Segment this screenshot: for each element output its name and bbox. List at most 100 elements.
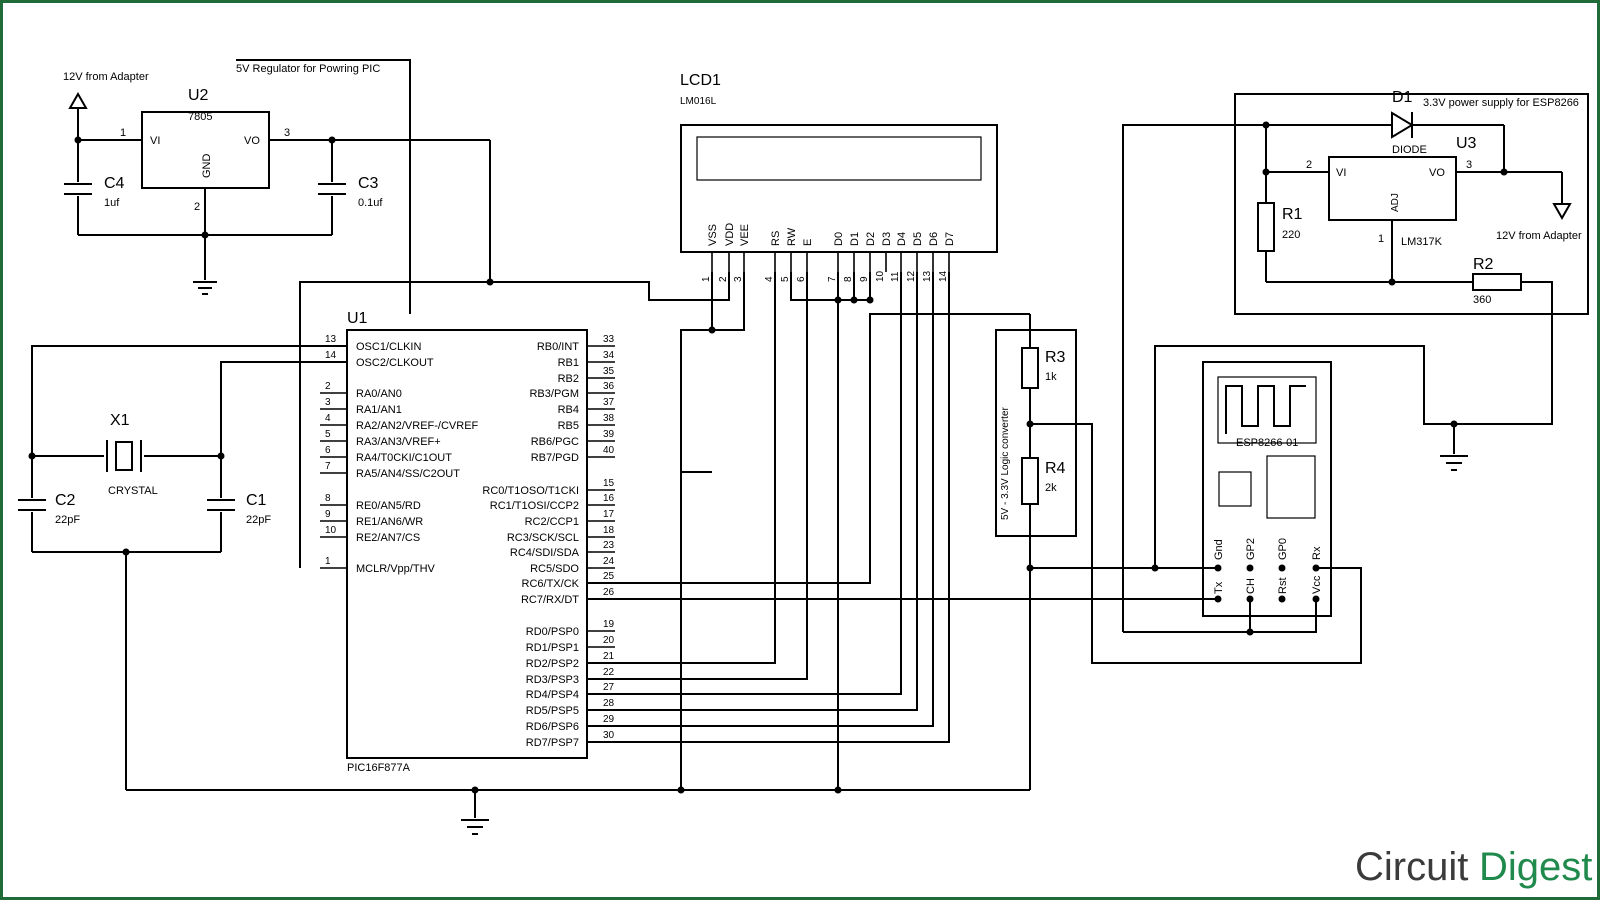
mcu-pin-20-number: 20	[603, 635, 615, 646]
mcu-pin-14-label: OSC2/CLKOUT	[356, 357, 434, 369]
mcu-pin-2-label: RA0/AN0	[356, 388, 402, 400]
mcu-pin-15-number: 15	[603, 478, 615, 489]
r4-body	[1021, 457, 1039, 505]
c3-value: 0.1uf	[358, 197, 383, 209]
r1-ref: R1	[1282, 206, 1303, 223]
lcd-pin-d0-label: D0	[833, 232, 845, 246]
mcu-pin-5-label: RA3/AN3/VREF+	[356, 436, 441, 448]
lcd-pin-rs-label: RS	[770, 231, 782, 246]
esp-pin-tx	[1214, 595, 1222, 603]
lcd-pin-d6-label: D6	[928, 232, 940, 246]
mcu-pin-17-number: 17	[603, 509, 615, 520]
lcd-pin-9-number: 9	[859, 276, 870, 282]
lcd-pin-7-number: 7	[827, 276, 838, 282]
mcu-pin-1-number: 1	[325, 556, 331, 567]
circuitdigest-logo: Circuit Digest	[1355, 845, 1592, 889]
mcu-pin-37-label: RB4	[558, 404, 579, 416]
r2-ref: R2	[1473, 256, 1494, 273]
lcd-pin-8-number: 8	[843, 276, 854, 282]
lcd-pin-group: VSS1VDD2VEE3RS4RW5E6D07D18D29D310D411D51…	[701, 223, 956, 282]
lcd-pin-rw-label: RW	[786, 227, 798, 246]
u3-ref: U3	[1456, 135, 1477, 152]
power-arrow-icon	[68, 91, 88, 109]
mcu-pin-40-label: RB7/PGD	[531, 452, 579, 464]
mcu-pin-22-number: 22	[603, 667, 615, 678]
lcd-pin-6-number: 6	[796, 276, 807, 282]
mcu-pin-23-label: RC4/SDI/SDA	[510, 547, 580, 559]
mcu-pin-23-number: 23	[603, 540, 615, 551]
regulator-note: 5V Regulator for Powring PIC	[236, 63, 380, 75]
mcu-pin-5-number: 5	[325, 429, 331, 440]
lcd-pin-d1-label: D1	[849, 232, 861, 246]
mcu-pin-29-label: RD6/PSP6	[526, 721, 579, 733]
c1-ref: C1	[246, 492, 267, 509]
r1-value: 220	[1282, 229, 1300, 241]
mcu-pin-25-label: RC6/TX/CK	[522, 578, 580, 590]
mcu-pin-27-number: 27	[603, 682, 615, 693]
u2-part: 7805	[188, 111, 212, 123]
lcd-part: LM016L	[680, 96, 717, 107]
lcd-pin-e-label: E	[802, 239, 814, 246]
lcd-pin-d3-label: D3	[881, 232, 893, 246]
esp-antenna-box	[1217, 376, 1317, 444]
r3-body	[1021, 347, 1039, 389]
u2-pin-gnd: GND	[201, 154, 213, 179]
logo-text-circuit: Circuit	[1355, 845, 1468, 889]
mcu-pin-21-label: RD2/PSP2	[526, 658, 579, 670]
c2-value: 22pF	[55, 514, 80, 526]
r1-body	[1257, 202, 1275, 252]
u3-part: LM317K	[1401, 236, 1443, 248]
r4-ref: R4	[1045, 460, 1066, 477]
lcd-pin-1-number: 1	[701, 276, 712, 282]
r3-value: 1k	[1045, 371, 1057, 383]
mcu-pin-8-number: 8	[325, 493, 331, 504]
lcd-pin-d5-label: D5	[912, 232, 924, 246]
mcu-pin-38-number: 38	[603, 413, 615, 424]
c2-ref: C2	[55, 492, 76, 509]
mcu-pin-20-label: RD1/PSP1	[526, 642, 579, 654]
mcu-right-pins: 33RB0/INT34RB135RB236RB3/PGM37RB438RB539…	[482, 334, 615, 749]
esp-chip-small	[1218, 471, 1252, 507]
lcd-pin-5-number: 5	[780, 276, 791, 282]
esp-pin-gnd-label: Gnd	[1213, 539, 1225, 560]
esp-pin-rst-label: Rst	[1277, 578, 1289, 595]
supply-section: 3.3V power supply for ESP8266 D1 DIODE U…	[1234, 89, 1589, 471]
mcu-pin-18-label: RC3/SCK/SCL	[507, 532, 579, 544]
mcu-pin-4-number: 4	[325, 413, 331, 424]
mcu-pin-7-label: RA5/AN4/SS/C2OUT	[356, 468, 460, 480]
mcu-pin-30-number: 30	[603, 730, 615, 741]
esp-chip-large	[1266, 455, 1316, 519]
converter-box	[995, 329, 1077, 537]
mcu-pin-2-number: 2	[325, 381, 331, 392]
u3-pin-vo: VO	[1429, 167, 1445, 179]
logo-text-digest: Digest	[1479, 845, 1592, 889]
mcu-pin-6-label: RA4/T0CKI/C1OUT	[356, 452, 452, 464]
mcu-pin-7-number: 7	[325, 461, 331, 472]
u2-ref: U2	[188, 87, 209, 104]
mcu-pin-39-label: RB6/PGC	[531, 436, 579, 448]
ground-bus	[126, 272, 1030, 835]
mcu-pin-17-label: RC2/CCP1	[525, 516, 579, 528]
mcu-pin-9-label: RE1/AN6/WR	[356, 516, 423, 528]
esp-pin-rst	[1278, 595, 1286, 603]
supply-note: 3.3V power supply for ESP8266	[1423, 97, 1579, 109]
lcd-pin-14-number: 14	[938, 270, 949, 282]
lcd-section: LCD1 LM016L VSS1VDD2VEE3RS4RW5E6D07D18D2…	[680, 72, 998, 282]
mcu-pin-28-number: 28	[603, 698, 615, 709]
c3-ref: C3	[358, 175, 379, 192]
mcu-pin-24-number: 24	[603, 556, 615, 567]
lcd-pin-2-number: 2	[718, 276, 729, 282]
crystal-section: X1 CRYSTAL C2 22pF C1 22pF	[18, 345, 347, 790]
mcu-pin-22-label: RD3/PSP3	[526, 674, 579, 686]
mcu-pin-10-number: 10	[325, 525, 337, 536]
mcu-pin-37-number: 37	[603, 397, 615, 408]
u2-pin-vo: VO	[244, 135, 260, 147]
d1-value: DIODE	[1392, 144, 1427, 156]
esp-pin-ch-label: CH	[1245, 578, 1257, 594]
mcu-pin-35-number: 35	[603, 366, 615, 377]
u3-pin2-num: 2	[1306, 159, 1312, 171]
u3-pin-adj: ADJ	[1390, 193, 1401, 212]
